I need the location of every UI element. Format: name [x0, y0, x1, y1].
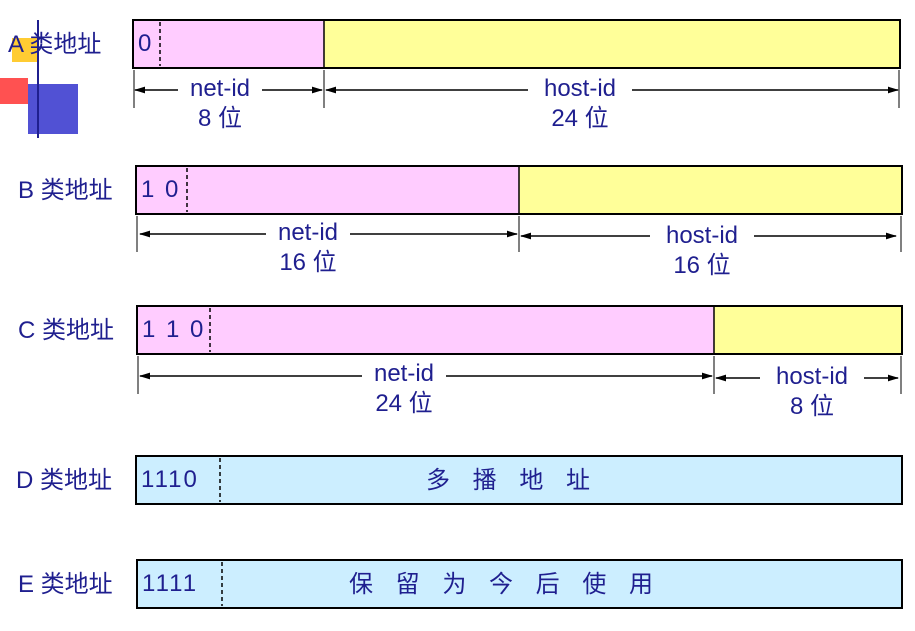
address-class-row: B 类地址 1 0 net-id 16 位 host-id 16 位 — [18, 165, 903, 279]
diagram-root: A 类地址 0 net-id 8 位 host-id 24 位 B 类地址 1 0 net-id… — [8, 19, 903, 609]
host-id-label: host-id — [666, 222, 738, 249]
logo-square-yellow — [12, 38, 38, 62]
net-id-field — [133, 20, 324, 68]
class-label: A 类地址 — [8, 31, 101, 58]
host-id-label: host-id — [776, 363, 848, 390]
address-class-row: A 类地址 0 net-id 8 位 host-id 24 位 — [8, 19, 901, 132]
class-prefix-bits: 1 1 0 — [142, 316, 205, 343]
host-id-field — [519, 166, 902, 214]
net-id-bit-count: 8 位 — [198, 105, 242, 132]
host-id-field — [714, 306, 902, 354]
address-outline — [135, 165, 903, 215]
net-id-bit-count: 16 位 — [279, 249, 336, 276]
address-field — [137, 560, 902, 608]
class-label: E 类地址 — [18, 571, 113, 598]
host-id-bit-count: 16 位 — [673, 252, 730, 279]
class-prefix-bits: 1110 — [141, 466, 199, 493]
net-id-field — [137, 306, 714, 354]
class-label: C 类地址 — [18, 317, 114, 344]
net-id-label: net-id — [278, 219, 338, 246]
class-prefix-bits: 1 0 — [141, 176, 180, 203]
net-id-label: net-id — [374, 360, 434, 387]
class-label: D 类地址 — [16, 467, 112, 494]
class-label: B 类地址 — [18, 177, 113, 204]
slide-logo-icon — [0, 20, 600, 138]
address-usage-text: 多 播 地 址 — [426, 467, 598, 494]
class-prefix-bits: 0 — [138, 30, 153, 57]
address-outline — [135, 455, 903, 505]
address-outline — [136, 305, 903, 355]
address-outline — [132, 19, 901, 69]
host-id-bit-count: 24 位 — [551, 105, 608, 132]
host-id-label: host-id — [544, 75, 616, 102]
class-prefix-bits: 1111 — [142, 570, 198, 597]
logo-square-red — [0, 78, 28, 104]
net-id-bit-count: 24 位 — [375, 390, 432, 417]
logo-square-blue — [28, 84, 78, 134]
address-class-row: C 类地址 1 1 0 net-id 24 位 host-id 8 位 — [18, 305, 903, 420]
address-class-row: E 类地址 保 留 为 今 后 使 用 1111 — [18, 559, 903, 609]
address-outline — [136, 559, 903, 609]
address-class-row: D 类地址 多 播 地 址 1110 — [16, 455, 903, 505]
net-id-label: net-id — [190, 75, 250, 102]
net-id-field — [136, 166, 519, 214]
host-id-field — [324, 20, 900, 68]
address-usage-text: 保 留 为 今 后 使 用 — [349, 571, 661, 598]
address-field — [136, 456, 902, 504]
host-id-bit-count: 8 位 — [790, 393, 834, 420]
